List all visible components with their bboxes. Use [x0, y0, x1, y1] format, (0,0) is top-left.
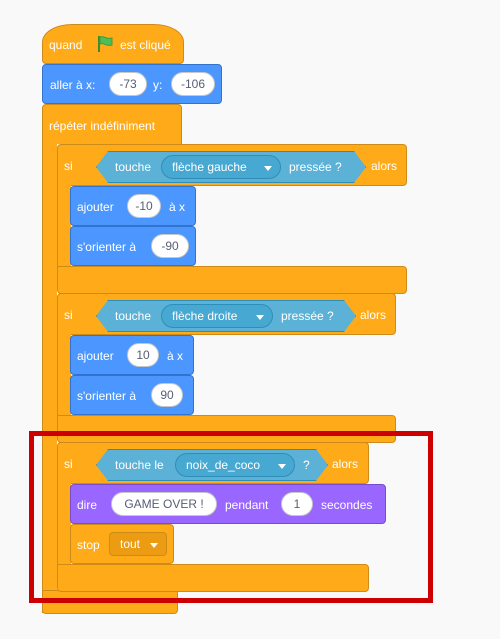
forever-arm	[42, 143, 57, 613]
say-label: dire	[77, 498, 98, 512]
key-pressed-right-suffix: pressée ?	[281, 309, 334, 323]
say-suffix-label: secondes	[321, 498, 373, 512]
highlight-rectangle	[29, 431, 433, 603]
point-direction-right-block[interactable]: s'orienter à 90	[70, 375, 194, 415]
go-to-xy-block[interactable]: aller à x: -73 y: -106	[42, 64, 222, 104]
dropdown-caret-icon	[256, 315, 264, 320]
key-pressed-right-label: touche	[115, 309, 152, 323]
point-direction-left-input[interactable]: -90	[151, 234, 189, 258]
touching-dropdown-value: noix_de_coco	[186, 458, 261, 472]
change-x-right-block[interactable]: ajouter 10 à x	[70, 335, 194, 375]
hat-label-row: quand est cliqué	[42, 36, 184, 64]
change-x-right-suffix: à x	[167, 349, 184, 363]
if-right-alors: alors	[360, 308, 387, 322]
y-input[interactable]: -106	[171, 72, 215, 96]
if-touching-si: si	[64, 457, 73, 471]
key-pressed-left-condition[interactable]: touche flèche gauche pressée ?	[96, 151, 366, 183]
when-flag-clicked-block[interactable]	[42, 24, 184, 64]
if-left-alors: alors	[371, 159, 398, 173]
point-direction-right-input[interactable]: 90	[151, 383, 183, 407]
if-left-arm	[57, 185, 71, 267]
key-dropdown-left-value: flèche gauche	[172, 160, 247, 174]
green-flag-icon	[96, 35, 114, 53]
dropdown-caret-icon	[264, 166, 272, 171]
if-touching-alors: alors	[332, 457, 359, 471]
say-for-secs-block[interactable]: dire GAME OVER ! pendant 1 secondes	[70, 484, 386, 524]
if-touching-arm	[57, 483, 71, 565]
key-pressed-left-suffix: pressée ?	[289, 160, 342, 174]
if-touching-block[interactable]: si touche le noix_de_coco ? alors	[57, 442, 369, 484]
stop-all-block[interactable]: stop tout	[70, 524, 174, 564]
change-x-right-label: ajouter	[77, 349, 114, 363]
stop-dropdown-value: tout	[120, 537, 141, 551]
change-x-left-suffix: à x	[169, 200, 186, 214]
say-seconds-input[interactable]: 1	[281, 492, 313, 516]
go-to-label: aller à x:	[50, 78, 96, 92]
forever-label: répéter indéfiniment	[49, 119, 156, 133]
dropdown-caret-icon	[150, 543, 158, 548]
if-right-block[interactable]: si touche flèche droite pressée ? alors	[57, 293, 396, 335]
key-dropdown-right[interactable]: flèche droite	[161, 304, 273, 328]
point-direction-left-block[interactable]: s'orienter à -90	[70, 226, 196, 266]
stop-label: stop	[77, 538, 100, 552]
touching-sprite-condition[interactable]: touche le noix_de_coco ?	[96, 449, 328, 481]
touching-label: touche le	[115, 458, 164, 472]
if-left-bottom	[57, 266, 407, 294]
hat-label-clicked: est cliqué	[120, 38, 171, 52]
stop-dropdown[interactable]: tout	[109, 532, 167, 556]
change-x-left-block[interactable]: ajouter -10 à x	[70, 186, 196, 226]
dropdown-caret-icon	[278, 464, 286, 469]
touching-dropdown[interactable]: noix_de_coco	[175, 453, 295, 477]
x-input[interactable]: -73	[109, 72, 147, 96]
key-dropdown-right-value: flèche droite	[172, 309, 238, 323]
point-direction-right-label: s'orienter à	[77, 389, 136, 403]
hat-label-when: quand	[49, 38, 83, 52]
change-x-left-input[interactable]: -10	[127, 194, 161, 218]
y-label: y:	[153, 78, 163, 92]
point-direction-left-label: s'orienter à	[77, 240, 136, 254]
key-dropdown-left[interactable]: flèche gauche	[161, 155, 281, 179]
if-left-block[interactable]: si touche flèche gauche pressée ? alors	[57, 144, 407, 186]
say-message-input[interactable]: GAME OVER !	[111, 492, 217, 516]
key-pressed-right-condition[interactable]: touche flèche droite pressée ?	[96, 300, 356, 332]
if-left-si: si	[64, 159, 73, 173]
change-x-right-input[interactable]: 10	[127, 343, 159, 367]
if-touching-bottom	[57, 564, 369, 592]
if-right-arm	[57, 334, 71, 416]
if-right-bottom	[57, 415, 396, 443]
change-x-left-label: ajouter	[77, 200, 114, 214]
forever-block[interactable]: répéter indéfiniment	[42, 104, 182, 144]
if-right-si: si	[64, 308, 73, 322]
key-pressed-left-label: touche	[115, 160, 152, 174]
say-mid-label: pendant	[225, 498, 269, 512]
touching-suffix: ?	[303, 458, 310, 472]
